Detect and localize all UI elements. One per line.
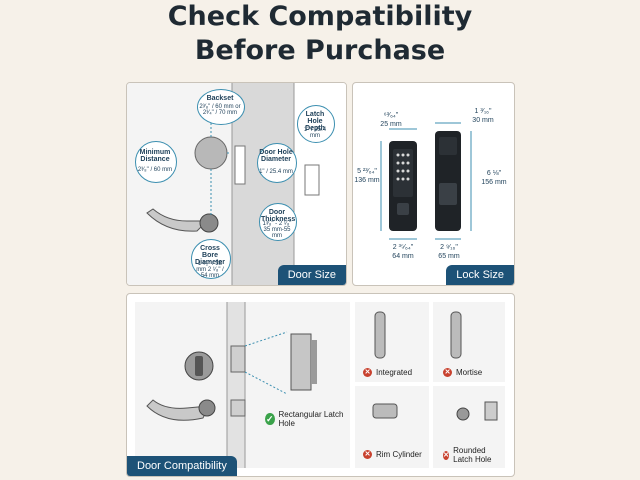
x-icon: ✕ [443,450,450,460]
front-width-mm: 25 mm [380,121,402,128]
front-bottom-mm: 64 mm [392,253,414,260]
hole-diameter-label: Door Hole Diameter [259,149,293,163]
x-icon: ✕ [443,368,452,377]
option-mortise: ✕ Mortise [443,368,482,377]
check-icon: ✓ [265,413,275,425]
option-label: Rim Cylinder [376,450,422,459]
front-height-dim: 5 ²³⁄₆₄" 136 mm [353,167,381,185]
hole-diameter-callout [257,143,297,183]
option-label: Mortise [456,368,483,377]
option-rounded-latch: ✕ Rounded Latch Hole [443,446,503,464]
backset-value: 2³⁄₈" / 60 mm or 2³⁄₄" / 70 mm [199,104,241,116]
cross-bore-value: 1 ¹⁄₂" / 38 mm 2 ¹⁄₈" / 54 mm [196,261,224,279]
back-bottom-inch: 2 ⁹⁄₁₆" [440,244,458,251]
lock-size-tag: Lock Size [446,265,514,285]
thickness-callout [259,203,297,241]
x-icon: ✕ [363,368,372,377]
page-title: Check Compatibility Before Purchase [0,0,640,68]
min-distance-label: Minimum Distance [139,149,171,163]
cross-bore-label: Cross Bore Diameter [195,245,225,266]
title-line-2: Before Purchase [194,35,446,66]
door-size-tag: Door Size [277,265,346,285]
door-compat-panel: ✓ Rectangular Latch Hole ✕ Integrated ✕ … [126,293,515,477]
lock-size-panel: ⁶³⁄₆₄" 25 mm 5 ²³⁄₆₄" 136 mm 2 ³⁵⁄₆₄" 64… [352,82,515,286]
latch-depth-callout [297,105,335,143]
backset-label: Backset [206,95,234,102]
back-width-inch: 1 ³⁄₁₆" [474,108,492,115]
cross-bore-callout [191,239,231,279]
back-height-dim: 6 ⅛" 156 mm [475,169,513,187]
latch-depth-label: Latch Hole Depth [305,111,325,132]
min-distance-value: 2³⁄₈" / 60 mm [137,167,173,173]
back-height-mm: 156 mm [481,179,507,186]
option-rim-cylinder: ✕ Rim Cylinder [363,450,422,459]
rect-latch-label: Rectangular Latch Hole [278,410,344,428]
hole-diameter-value: 1" / 25.4 mm [259,169,293,175]
backset-callout [197,89,245,125]
front-width-inch: ⁶³⁄₆₄" [383,112,399,119]
back-bottom-mm: 65 mm [438,253,460,260]
option-integrated: ✕ Integrated [363,368,412,377]
lock-diagram [380,122,472,240]
door-size-panel: Backset 2³⁄₈" / 60 mm or 2³⁄₄" / 70 mm M… [126,82,347,286]
compat-diagram [135,302,505,468]
back-width-mm: 30 mm [472,117,494,124]
door-compat-tag: Door Compatibility [127,456,237,476]
latch-depth-value: 1" / 25.4 mm [303,127,327,139]
x-icon: ✕ [363,450,372,459]
thickness-label: Door Thickness [261,209,296,223]
front-height-mm: 136 mm [354,177,380,184]
title-line-1: Check Compatibility [167,1,473,32]
back-width-dim: 1 ³⁄₁₆" 30 mm [463,107,503,125]
option-label: Integrated [376,368,413,377]
front-height-inch: 5 ²³⁄₆₄" [357,168,377,175]
option-label: Rounded Latch Hole [453,446,492,464]
front-bottom-inch: 2 ³⁵⁄₆₄" [392,244,414,251]
min-distance-callout [135,141,177,183]
rect-latch-ok: ✓ Rectangular Latch Hole [265,410,345,428]
back-height-inch: 6 ⅛" [486,170,502,177]
front-width-dim: ⁶³⁄₆₄" 25 mm [371,111,411,129]
thickness-value: 1³⁄₈" - 2 ¹⁄₈" 35 mm-55 mm [262,221,292,239]
back-bottom-dim: 2 ⁹⁄₁₆" 65 mm [429,243,469,261]
front-bottom-dim: 2 ³⁵⁄₆₄" 64 mm [383,243,423,261]
